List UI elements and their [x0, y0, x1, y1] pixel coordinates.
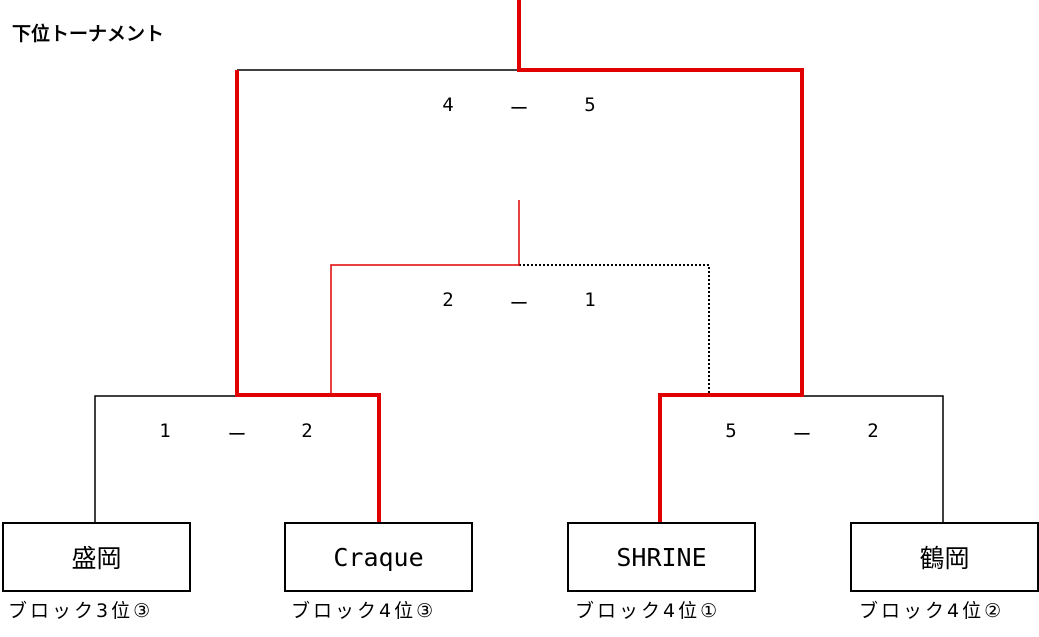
team-box: 鶴岡: [850, 522, 1039, 592]
first-left-score-right: 2: [301, 420, 313, 442]
final-score-right: 5: [584, 94, 596, 116]
first-right-score-sep: ー: [792, 424, 812, 446]
semi-score-left: 2: [442, 289, 454, 311]
first-left-score-sep: ー: [227, 424, 247, 446]
final-left-winner-line: [235, 70, 381, 522]
semi-score-right: 1: [584, 289, 596, 311]
first-right-line-b: [802, 395, 944, 522]
semi-line-left: [330, 200, 520, 395]
team-seed: ブロック4位①: [575, 600, 721, 622]
team-seed: ブロック3位③: [8, 600, 154, 622]
team-box: 盛岡: [2, 522, 191, 592]
team-seed: ブロック4位③: [291, 600, 437, 622]
first-left-score-left: 1: [159, 420, 171, 442]
page-title: 下位トーナメント: [12, 23, 165, 45]
team-seed: ブロック4位②: [859, 600, 1005, 622]
semi-line-right: [519, 264, 710, 395]
champion-line: [517, 0, 804, 522]
team-box: SHRINE: [567, 522, 756, 592]
first-right-score-right: 2: [867, 420, 879, 442]
final-score-left: 4: [442, 94, 454, 116]
semi-score-sep: ー: [509, 293, 529, 315]
team-box: Craque: [284, 522, 473, 592]
final-score-sep: ー: [509, 98, 529, 120]
first-right-score-left: 5: [725, 420, 737, 442]
first-left-line-a: [94, 395, 237, 522]
